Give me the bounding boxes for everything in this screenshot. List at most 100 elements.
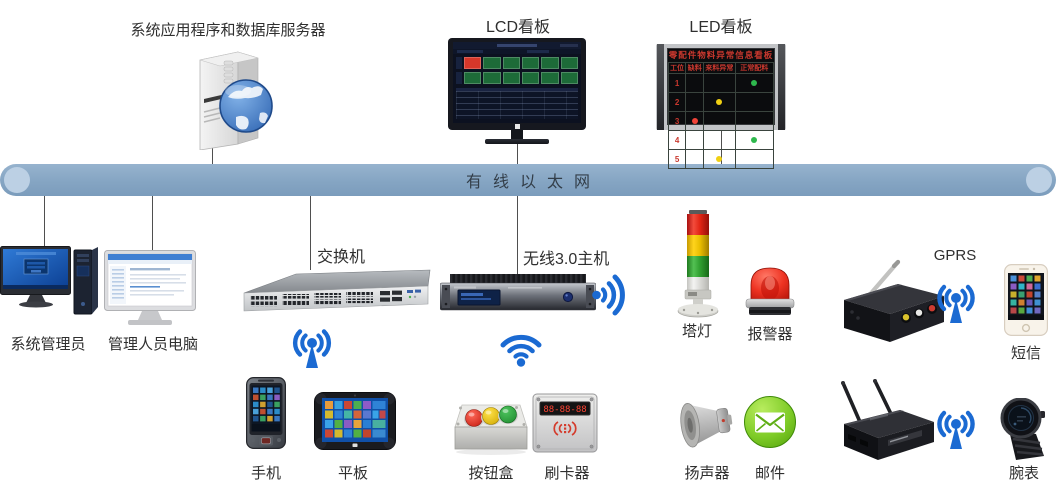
- tower-light-icon: [677, 210, 719, 318]
- email-label: 邮件: [754, 465, 785, 482]
- lcd-status-block: [464, 57, 482, 69]
- smart-watch-icon: [1000, 398, 1045, 460]
- lcd-status-block: [560, 72, 578, 84]
- led-status-cell: [703, 92, 736, 112]
- gprs-modem-icon: [844, 259, 944, 342]
- led-status-cell: [685, 111, 705, 131]
- system-admin-label: 系统管理员: [10, 336, 86, 353]
- led-station-cell: 5: [667, 149, 687, 169]
- led-header-row: 工位缺料来料异常正常配料: [667, 62, 775, 74]
- led-row: 2: [667, 92, 775, 112]
- led-status-cell: [685, 73, 705, 93]
- network-switch-icon: [243, 269, 431, 312]
- led-status-cell: [734, 149, 775, 169]
- led-station-cell: 1: [667, 73, 687, 93]
- led-status-dot: [751, 79, 758, 86]
- led-column-header: 工位: [667, 62, 687, 74]
- lcd-block-row-2: [456, 72, 578, 84]
- led-status-cell: [734, 92, 775, 112]
- bus-end-cap-left: [4, 167, 30, 193]
- led-status-dot: [751, 136, 758, 143]
- system-admin-computer-icon: [0, 246, 98, 315]
- wifi-signal-icon: [500, 334, 542, 367]
- bus-end-cap-right: [1026, 167, 1052, 193]
- lcd-screen: [453, 42, 581, 123]
- led-station-cell: 4: [667, 130, 687, 150]
- lcd-status-block: [502, 57, 520, 69]
- speaker-label: 扬声器: [684, 465, 730, 482]
- led-status-cell: [685, 149, 705, 169]
- button-box-label: 按钮盒: [468, 465, 514, 482]
- phone-label: 手机: [250, 465, 281, 482]
- alarm-siren-icon: [745, 267, 795, 315]
- led-status-cell: [703, 73, 736, 93]
- led-status-dot: [691, 117, 698, 124]
- sms-label: 短信: [1010, 345, 1041, 362]
- lcd-screen-table: [456, 88, 578, 119]
- tablet-icon: [314, 392, 396, 450]
- connector-bus-sysadmin: [44, 196, 45, 247]
- switch-label: 交换机: [317, 249, 366, 266]
- lcd-status-block: [483, 57, 501, 69]
- wireless-host-label: 无线3.0主机: [523, 251, 610, 268]
- wifi-signal-right-icon: [590, 274, 632, 316]
- led-rail-right: [778, 44, 785, 130]
- alarm-label: 报警器: [747, 326, 793, 343]
- card-reader-icon: 88-88-88: [532, 393, 598, 453]
- wireless-antenna-bottom-icon: [937, 410, 975, 449]
- tablet-label: 平板: [337, 465, 368, 482]
- led-status-cell: [703, 149, 736, 169]
- connector-lcd-bus: [517, 144, 518, 164]
- led-status-cell: [685, 130, 705, 150]
- led-row: 5: [667, 149, 775, 169]
- led-status-cell: [703, 111, 736, 131]
- lcd-stand-neck: [511, 130, 523, 139]
- management-pc-label: 管理人员电脑: [107, 336, 198, 353]
- led-station-cell: 3: [667, 111, 687, 131]
- speaker-icon: [675, 392, 738, 453]
- watch-label: 腕表: [1008, 465, 1039, 482]
- led-row: 3: [667, 111, 775, 131]
- card-reader-label: 刷卡器: [544, 465, 590, 482]
- ethernet-bus-label: 有线以太网: [465, 174, 601, 191]
- management-pc-icon: [104, 250, 196, 325]
- wireless-antenna-icon: [292, 329, 332, 368]
- connector-bus-host: [517, 196, 518, 274]
- led-board-label: LED看板: [689, 19, 753, 36]
- server-icon: [199, 51, 273, 150]
- led-status-cell: [703, 130, 736, 150]
- lcd-status-block: [483, 72, 501, 84]
- led-status-cell: [734, 73, 775, 93]
- ethernet-bus: 有线以太网: [0, 164, 1056, 196]
- sms-smartphone-icon: [1004, 264, 1048, 336]
- button-box-icon: [454, 404, 528, 455]
- lcd-screen-toolbar: [453, 49, 581, 54]
- led-station-cell: 2: [667, 92, 687, 112]
- wireless-base-station-icon: [841, 379, 934, 460]
- led-column-header: 正常配料: [734, 62, 775, 74]
- lcd-status-block: [521, 72, 540, 84]
- lcd-status-block: [560, 57, 578, 69]
- led-row: 1: [667, 73, 775, 93]
- connector-server-bus: [212, 148, 213, 164]
- led-status-cell: [734, 130, 775, 150]
- led-column-header: 来料异常: [703, 62, 736, 74]
- gprs-label: GPRS: [933, 247, 977, 264]
- led-status-cell: [685, 92, 705, 112]
- connector-bus-mgmtpc: [152, 196, 153, 251]
- lcd-status-block: [541, 72, 559, 84]
- lcd-frame: [448, 38, 586, 130]
- lcd-block-row-1: [456, 57, 578, 69]
- tower-light-label: 塔灯: [681, 323, 712, 340]
- handheld-phone-icon: [246, 377, 286, 449]
- svg-text:88-88-88: 88-88-88: [543, 405, 586, 415]
- lcd-status-block: [541, 57, 559, 69]
- email-icon: [744, 396, 796, 448]
- lcd-stand-base: [485, 139, 549, 144]
- lcd-screen-titlebar: [453, 42, 581, 49]
- led-column-header: 缺料: [685, 62, 705, 74]
